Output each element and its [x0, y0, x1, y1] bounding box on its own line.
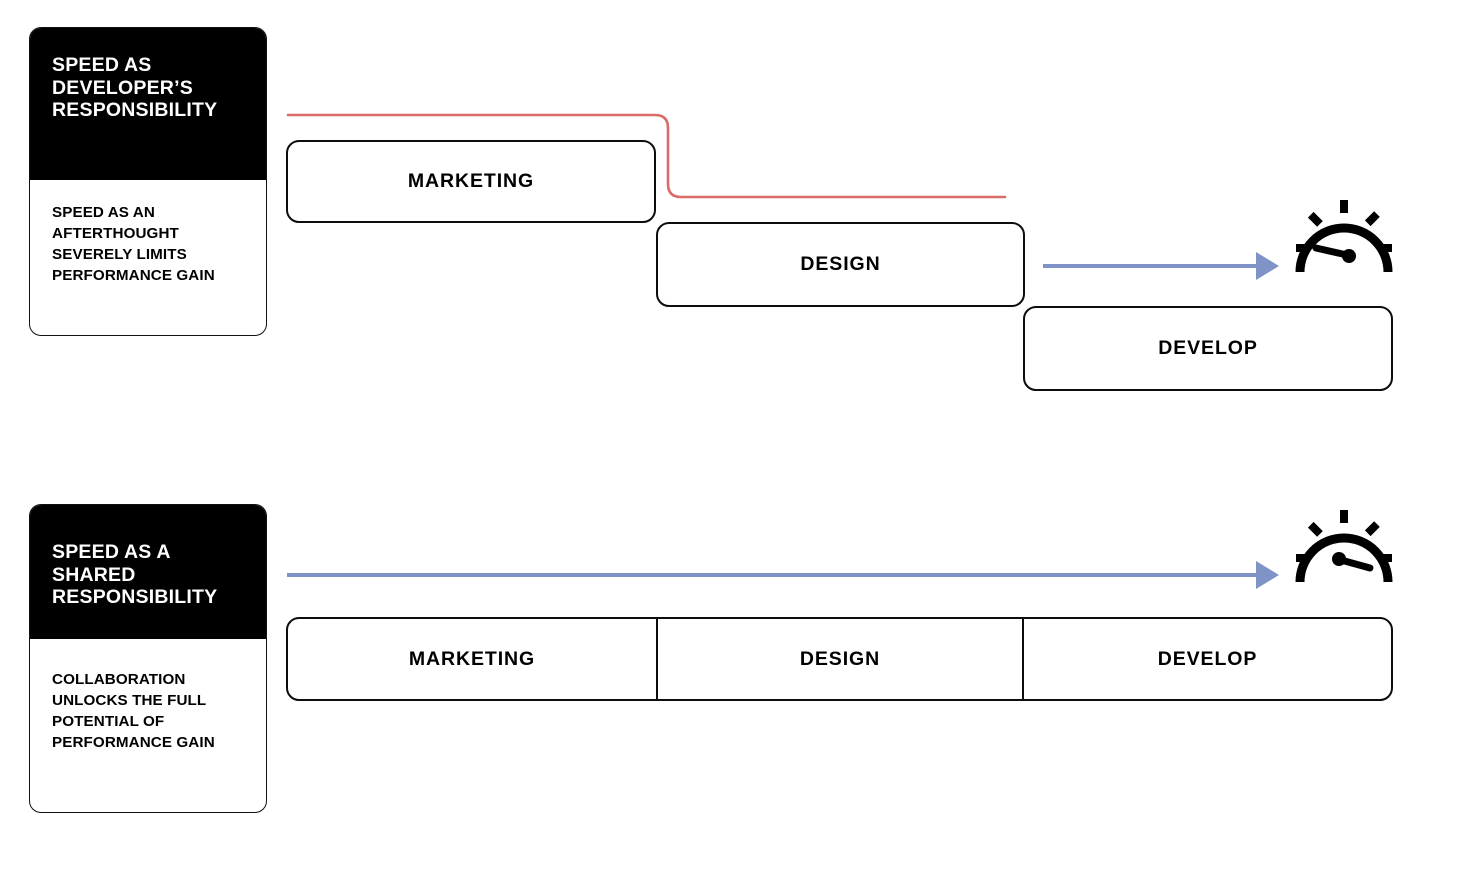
gauge-icon-high-speed: [1294, 508, 1394, 588]
stage-label: MARKETING: [407, 170, 535, 192]
stage-label: DEVELOP: [1158, 337, 1258, 359]
stage-box-develop-sequential[interactable]: DEVELOP: [1023, 306, 1393, 391]
stage-label: DESIGN: [800, 253, 881, 275]
info-card-heading: SPEED AS A SHARED RESPONSIBILITY: [30, 505, 266, 639]
stage-box-design-shared[interactable]: DESIGN: [656, 619, 1024, 699]
stage-label: DEVELOP: [1157, 647, 1258, 670]
info-card-developer-responsibility: SPEED AS DEVELOPER’S RESPONSIBILITY SPEE…: [29, 27, 267, 336]
blue-speed-arrow-head: [1256, 561, 1279, 589]
stage-box-marketing-sequential[interactable]: MARKETING: [286, 140, 656, 223]
info-card-shared-responsibility: SPEED AS A SHARED RESPONSIBILITY COLLABO…: [29, 504, 267, 813]
stage-box-develop-shared[interactable]: DEVELOP: [1024, 619, 1391, 699]
info-card-body-text: SPEED AS AN AFTERTHOUGHT SEVERELY LIMITS…: [30, 180, 266, 313]
stage-box-marketing-shared[interactable]: MARKETING: [288, 619, 656, 699]
combined-stage-bar: MARKETING DESIGN DEVELOP: [286, 617, 1393, 701]
stage-label: DESIGN: [799, 647, 881, 670]
blue-speed-arrow-head: [1256, 252, 1279, 280]
info-card-body-text: COLLABORATION UNLOCKS THE FULL POTENTIAL…: [30, 639, 266, 780]
gauge-icon-low-speed: [1294, 198, 1394, 278]
stage-label: MARKETING: [408, 647, 536, 670]
stage-box-design-sequential[interactable]: DESIGN: [656, 222, 1025, 307]
info-card-heading: SPEED AS DEVELOPER’S RESPONSIBILITY: [30, 28, 266, 180]
